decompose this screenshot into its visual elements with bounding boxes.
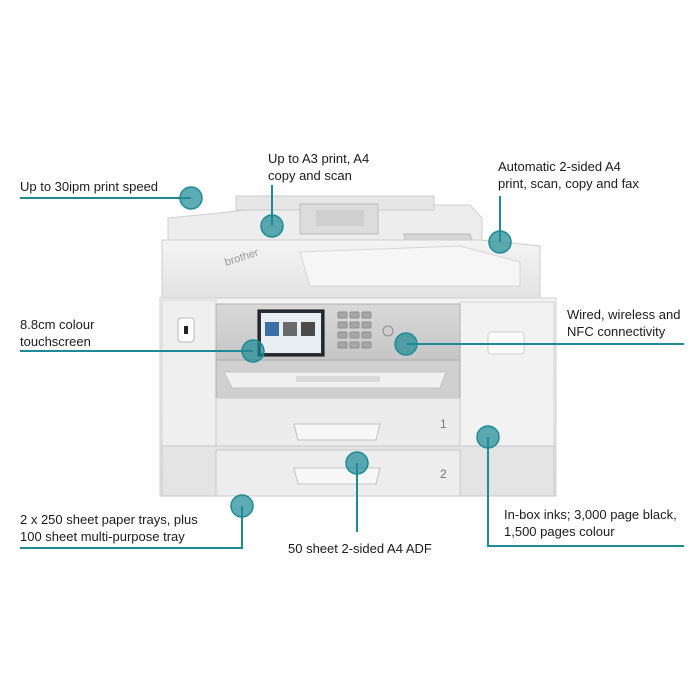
callout-print-speed: Up to 30ipm print speed	[20, 178, 158, 195]
callout-paper-trays: 2 x 250 sheet paper trays, plus 100 shee…	[20, 511, 198, 545]
callout-text: touchscreen	[20, 334, 91, 349]
callout-marker-duplex	[488, 230, 512, 254]
printer-top-housing: brother	[161, 239, 541, 301]
callout-marker-adf	[345, 451, 369, 475]
callout-text: In-box inks; 3,000 page black,	[504, 507, 677, 522]
callout-marker-touchscreen	[241, 339, 265, 363]
callout-marker-paper-trays	[230, 494, 254, 518]
callout-text: Up to 30ipm print speed	[20, 179, 159, 194]
callout-text: 100 sheet multi-purpose tray	[20, 529, 185, 544]
callout-text: Wired, wireless and	[567, 307, 681, 322]
output-tray	[215, 359, 461, 399]
callout-text: 1,500 pages colour	[504, 524, 615, 539]
callout-text: Up to A3 print, A4	[268, 151, 370, 166]
callout-lines	[20, 185, 684, 549]
callout-marker-print-speed	[179, 186, 203, 210]
callout-marker-connectivity	[394, 332, 418, 356]
callout-connectivity: Wired, wireless and NFC connectivity	[567, 306, 680, 340]
callout-auto-duplex: Automatic 2-sided A4 print, scan, copy a…	[498, 158, 639, 192]
callout-touchscreen: 8.8cm colour touchscreen	[20, 316, 94, 350]
tray-number-1: 1	[440, 417, 447, 431]
callout-text: 50 sheet 2-sided A4 ADF	[288, 541, 432, 556]
callout-marker-inks	[476, 425, 500, 449]
callout-text: NFC connectivity	[567, 324, 666, 339]
callout-adf: 50 sheet 2-sided A4 ADF	[288, 540, 432, 557]
callout-text: 8.8cm colour	[20, 317, 95, 332]
callout-text: copy and scan	[268, 168, 352, 183]
callout-inks: In-box inks; 3,000 page black, 1,500 pag…	[504, 506, 677, 540]
callout-a3-print: Up to A3 print, A4 copy and scan	[268, 150, 369, 184]
callout-text: print, scan, copy and fax	[498, 176, 639, 191]
callout-marker-a3	[260, 214, 284, 238]
callout-text: 2 x 250 sheet paper trays, plus	[20, 512, 198, 527]
tray-number-2: 2	[440, 467, 447, 481]
paper-tray-1	[215, 397, 461, 447]
callout-text: Automatic 2-sided A4	[498, 159, 621, 174]
